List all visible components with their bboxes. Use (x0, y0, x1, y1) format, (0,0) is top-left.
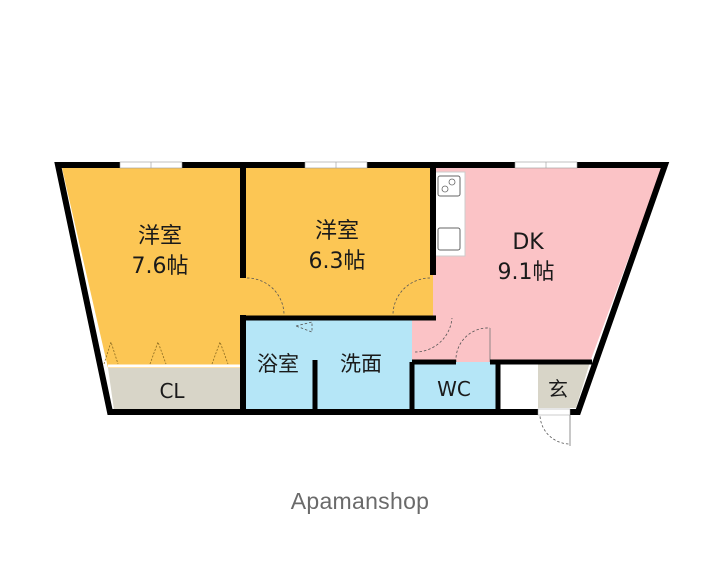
entrance-label: 玄 (548, 377, 568, 401)
toilet-label: WC (437, 377, 471, 401)
room-western-2-fill (243, 168, 433, 318)
window-icons (119, 161, 578, 169)
closet-fill (108, 368, 243, 410)
bathroom-fill (243, 318, 315, 410)
washroom-label: 洗面 (340, 352, 382, 376)
walls (54, 162, 670, 415)
entrance-door-opening (537, 408, 571, 416)
room-western-2-area: 6.3帖 (309, 249, 366, 274)
room-western-1-area: 7.6帖 (132, 254, 189, 279)
washroom-fill (315, 318, 412, 410)
brand-logo-text: Apamanshop (290, 488, 430, 514)
room-western-1-name: 洋室 (138, 224, 182, 249)
door-swing-icons (246, 277, 571, 445)
room-western-2-name: 洋室 (315, 219, 359, 244)
closet-label: CL (159, 379, 185, 403)
sink-icon (437, 227, 461, 251)
bathroom-label: 浴室 (257, 352, 299, 376)
room-western-1-fill (62, 168, 243, 368)
closet-door-icons (103, 340, 229, 365)
entrance-hall-fill (500, 362, 538, 408)
dining-kitchen-fill (412, 168, 662, 362)
toilet-fill (412, 362, 496, 410)
entrance-fill (538, 362, 590, 408)
dining-kitchen-area: 9.1帖 (498, 260, 555, 285)
dining-kitchen-name: DK (512, 230, 544, 255)
stove-icon (437, 175, 461, 197)
